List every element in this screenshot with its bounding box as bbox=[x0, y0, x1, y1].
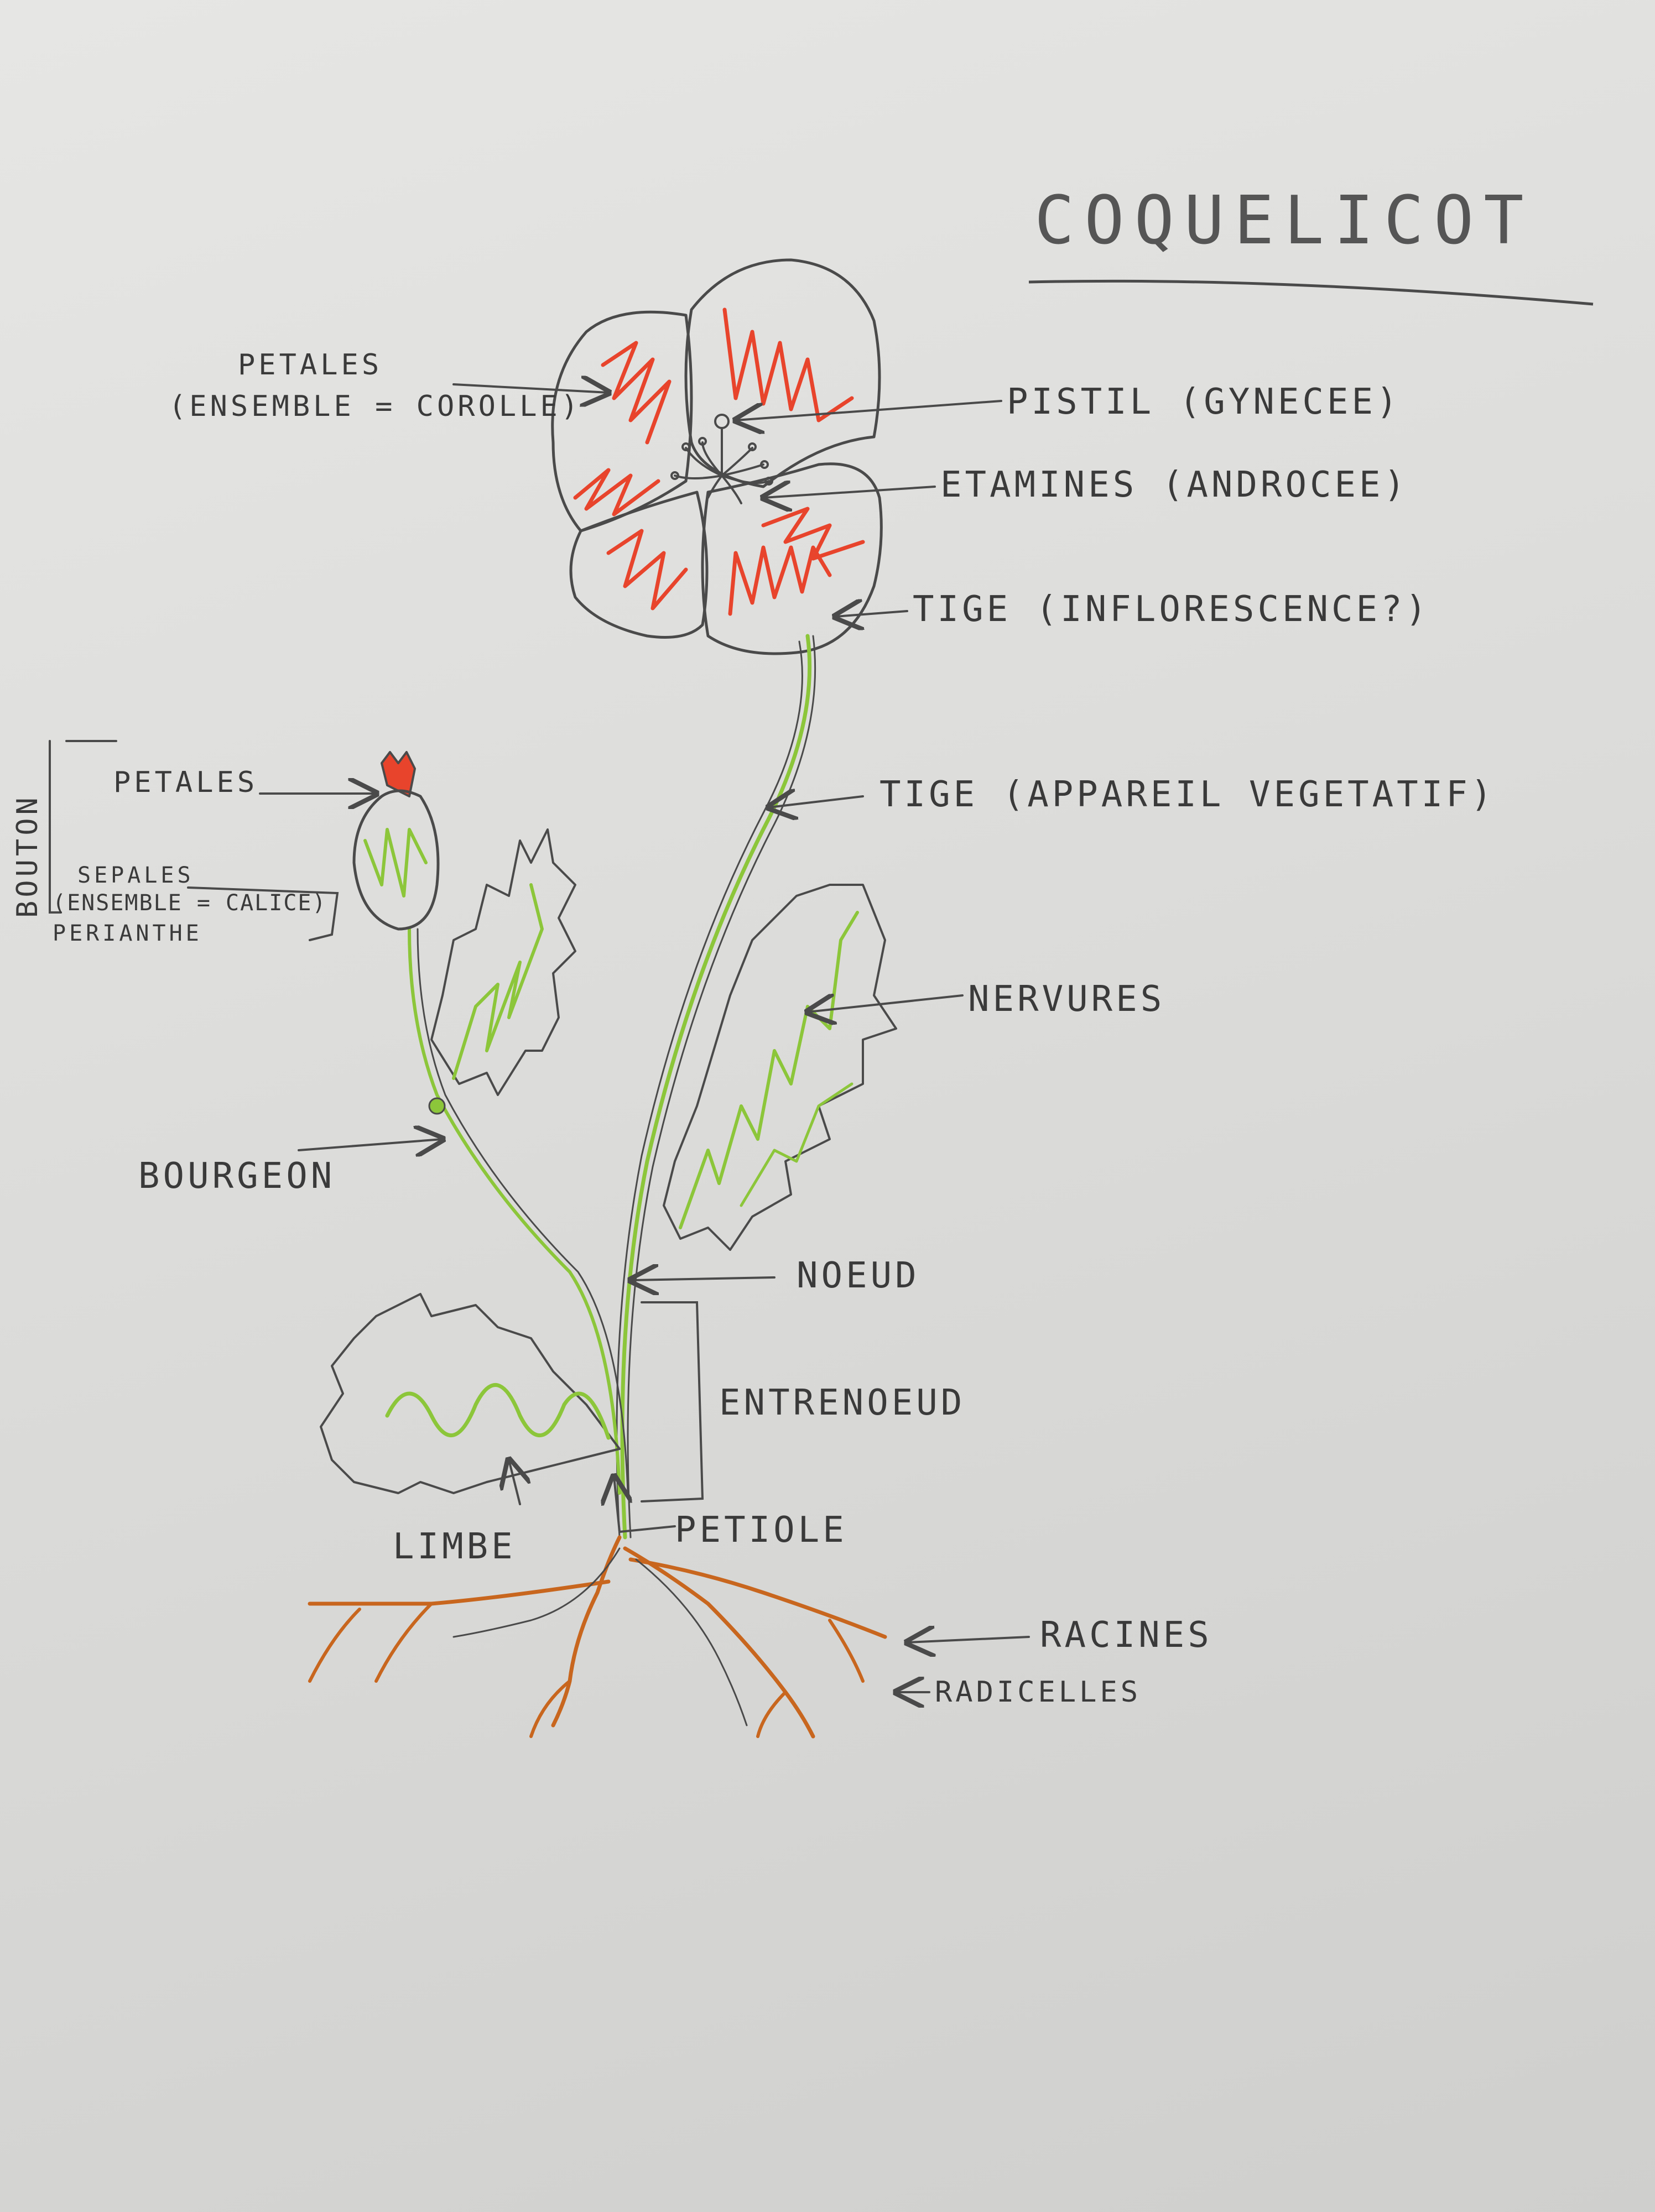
main-stem bbox=[616, 634, 816, 1540]
petal-top-right bbox=[684, 258, 881, 488]
leaf-upper-left bbox=[430, 828, 576, 1096]
bud bbox=[352, 751, 446, 1115]
leaf-lower-left bbox=[320, 1293, 621, 1494]
title-underline bbox=[1028, 279, 1594, 306]
label-petales-bud: PETALES bbox=[113, 766, 258, 799]
label-pistil: PISTIL (GYNECEE) bbox=[1007, 382, 1401, 422]
label-ensemble-calice: (ENSEMBLE = CALICE) bbox=[53, 890, 327, 916]
annotation-lines bbox=[49, 384, 1030, 1692]
petal-bottom-left bbox=[569, 491, 709, 639]
label-limbe: LIMBE bbox=[393, 1526, 516, 1567]
label-radicelles: RADICELLES bbox=[935, 1676, 1142, 1709]
flower bbox=[551, 258, 883, 655]
petal-bottom-right bbox=[701, 462, 883, 655]
label-bouton: BOUTON bbox=[11, 794, 44, 918]
label-entrenoeud: ENTRENOEUD bbox=[719, 1383, 966, 1423]
label-tige-inflorescence: TIGE (INFLORESCENCE?) bbox=[913, 589, 1430, 630]
label-petiole: PETIOLE bbox=[675, 1510, 847, 1551]
bourgeon-node bbox=[428, 1097, 446, 1115]
diagram-title: COQUELICOT bbox=[1034, 182, 1534, 259]
label-nervures: NERVURES bbox=[968, 979, 1165, 1020]
petal-markings bbox=[573, 307, 865, 616]
label-etamines: ETAMINES (ANDROCEE) bbox=[940, 465, 1409, 505]
bud-stem bbox=[408, 927, 629, 1495]
label-noeud: NOEUD bbox=[797, 1255, 920, 1296]
label-sepales: SEPALES bbox=[77, 863, 194, 888]
label-ensemble-corolle: (ENSEMBLE = COROLLE) bbox=[169, 390, 582, 423]
leaf-upper-right bbox=[663, 884, 897, 1251]
label-perianthe: PERIANTHE bbox=[53, 921, 202, 946]
label-racines: RACINES bbox=[1040, 1615, 1212, 1656]
label-petales-flower: PETALES bbox=[238, 348, 383, 382]
label-tige-vegetatif: TIGE (APPAREIL VEGETATIF) bbox=[879, 774, 1496, 815]
label-bourgeon: BOURGEON bbox=[138, 1156, 336, 1197]
roots bbox=[308, 1535, 887, 1739]
